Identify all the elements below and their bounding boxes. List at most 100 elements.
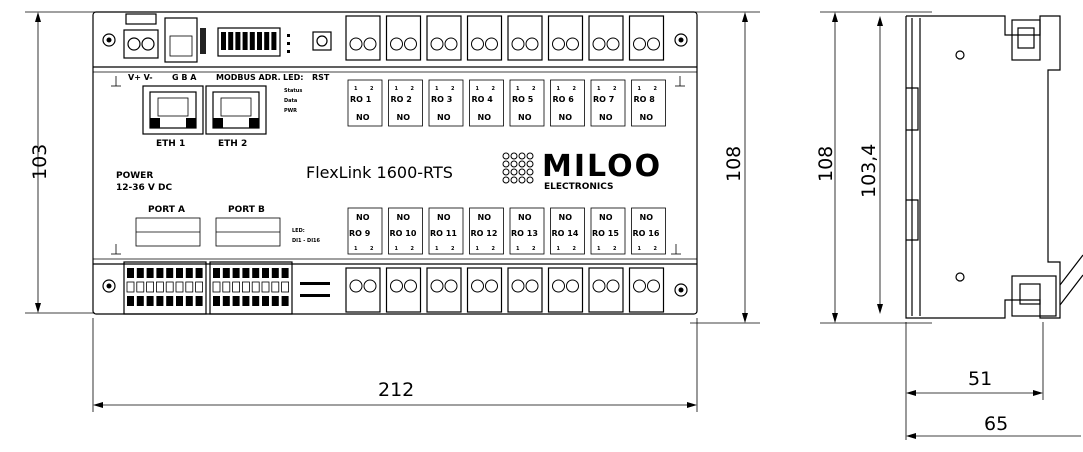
- housing-outline: [92, 11, 698, 315]
- relay-label-box: [469, 79, 504, 127]
- front-width-dimension: 212: [92, 318, 698, 412]
- relay-screw: [444, 279, 458, 293]
- terminal-pin: [176, 296, 183, 306]
- logo-dot: [518, 168, 526, 176]
- relay-screw: [592, 279, 606, 293]
- relay-screw: [647, 279, 660, 293]
- dip-switch-4: [242, 32, 248, 50]
- relay-screw: [525, 279, 539, 293]
- relay-state: NO: [599, 113, 613, 122]
- side-screw-top: [955, 50, 965, 60]
- side-depth-51-label: 51: [968, 368, 992, 390]
- relay-label: RO 4: [472, 95, 494, 104]
- terminal-pin: [281, 296, 289, 306]
- front-outer-height-dimension: 108: [690, 11, 760, 324]
- terminal-pin: [232, 268, 240, 278]
- relay-state: NO: [518, 113, 532, 122]
- terminal-pin: [185, 296, 193, 306]
- terminal-pin: [127, 268, 134, 278]
- relay-pin-1: 1: [395, 246, 399, 252]
- port-b-label: PORT B: [228, 205, 265, 215]
- relay-label-box: [388, 207, 423, 255]
- relay-connector: [385, 15, 422, 61]
- terminal-pin: [222, 268, 230, 278]
- front-height-dimension: 103: [25, 11, 95, 314]
- side-inner-height-dimension: 103,4: [858, 16, 883, 314]
- relay-pin-2: 2: [411, 86, 415, 92]
- side-height-label: 108: [815, 146, 837, 182]
- modbus-address-label: MODBUS ADR.: [216, 73, 281, 82]
- relay-pin-1: 1: [516, 246, 520, 252]
- relay-screw: [349, 279, 363, 293]
- relay-screw: [444, 37, 458, 51]
- port-a-terminal-block: [123, 261, 207, 315]
- brand-main: MILOO: [542, 149, 662, 184]
- relay-label: RO 10: [390, 229, 417, 238]
- terminal-pin: [155, 281, 164, 293]
- relay-label: RO 7: [593, 95, 614, 104]
- relay-label: RO 12: [471, 229, 498, 238]
- relay-screw: [633, 37, 646, 51]
- eth2-port: [205, 85, 267, 135]
- terminal-pin: [165, 281, 174, 293]
- terminal-pin: [281, 281, 290, 293]
- relay-state: NO: [518, 213, 532, 222]
- terminal-pin: [175, 281, 184, 293]
- relay-screw: [552, 37, 565, 51]
- status-label-status: Status: [284, 88, 302, 94]
- logo-dot: [502, 160, 510, 168]
- logo-dot: [518, 176, 526, 184]
- relay-pin-1: 1: [435, 86, 439, 92]
- front-outer-height-label: 108: [723, 146, 745, 182]
- terminal-pin: [166, 296, 174, 306]
- terminal-pin: [252, 296, 260, 306]
- relay-label: RO 8: [634, 95, 656, 104]
- power-terminal-label: V+ V-: [128, 73, 153, 82]
- relay-label-box: [388, 79, 423, 127]
- relay-pin-1: 1: [638, 246, 642, 252]
- relay-pin-2: 2: [370, 86, 374, 92]
- logo-dot: [502, 176, 510, 184]
- logo-dot: [502, 152, 510, 160]
- status-leds: [287, 34, 290, 53]
- terminal-pin: [271, 268, 279, 278]
- relay-label: RO 13: [511, 229, 538, 238]
- relay-pin-1: 1: [476, 86, 480, 92]
- reset-button[interactable]: [312, 31, 332, 51]
- dip-switch-8: [271, 32, 277, 50]
- relay-label-box: [347, 79, 383, 127]
- brand-sub: ELECTRONICS: [544, 182, 614, 192]
- modbus-dip-switch: [217, 27, 281, 57]
- side-connector-bottom: [1011, 275, 1057, 317]
- relay-state: NO: [559, 213, 573, 222]
- terminal-pin: [262, 268, 269, 278]
- relay-pin-1: 1: [597, 86, 601, 92]
- side-inner-height-label: 103,4: [858, 144, 880, 198]
- relay-screw: [363, 37, 377, 51]
- eth2-label: ETH 2: [218, 139, 247, 149]
- relay-pin-2: 2: [613, 86, 617, 92]
- front-view: V+ V- G B A MODBUS ADR. LED: RST Status …: [92, 11, 698, 315]
- relay-label: RO 16: [633, 229, 660, 238]
- logo-dot: [526, 160, 534, 168]
- relay-screw: [404, 279, 417, 293]
- relay-connector: [385, 267, 422, 313]
- relay-connector: [507, 15, 543, 61]
- relay-pin-2: 2: [370, 246, 374, 252]
- relay-label: RO 9: [349, 229, 371, 238]
- relay-screw: [511, 279, 525, 293]
- side-height-dimension: 108: [815, 11, 932, 324]
- relay-screw: [606, 37, 620, 51]
- mount-hole-bottom-left: [102, 279, 116, 293]
- relay-screw: [390, 279, 403, 293]
- relay-label-box: [509, 207, 545, 255]
- terminal-pin: [271, 296, 279, 306]
- mount-hole-bottom-right: [674, 283, 688, 297]
- relay-screw: [485, 279, 498, 293]
